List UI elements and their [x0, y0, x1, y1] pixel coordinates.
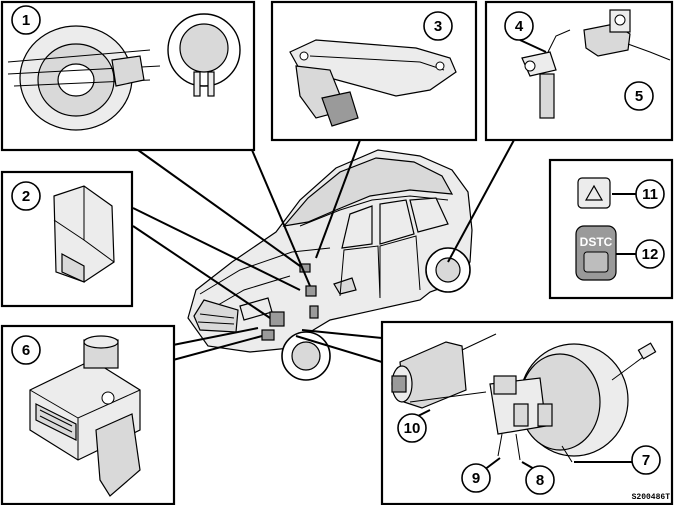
callout-5: 5: [635, 88, 643, 105]
panel-steering-sensor: 1: [0, 0, 256, 152]
callout-12: 12: [642, 246, 659, 263]
leader-lines: [132, 139, 515, 363]
figure-code: S200486T: [632, 493, 671, 502]
panel-brake-booster: 10 9 8 7: [380, 320, 674, 506]
callout-7: 7: [642, 452, 650, 469]
callout-6: 6: [22, 342, 30, 359]
panel-yaw-sensor: 3: [270, 0, 478, 142]
panel-control-module: 2: [0, 170, 134, 308]
callout-9: 9: [472, 470, 480, 487]
panel-abs-modulator: 6: [0, 324, 176, 506]
dstc-warning-lamp: [577, 177, 611, 209]
callout-11: 11: [642, 186, 658, 203]
callout-1: 1: [22, 12, 30, 29]
callout-8: 8: [536, 472, 544, 489]
callout-4: 4: [515, 18, 524, 35]
dstc-button-label: DSTC: [580, 235, 613, 249]
callout-2: 2: [22, 188, 30, 205]
panel-wheel-speed-sensors: 4 5: [484, 0, 674, 142]
panel-dstc-switches: DSTC 11 12: [548, 158, 674, 300]
car-illustration: [187, 149, 473, 381]
callout-10: 10: [404, 420, 421, 437]
callout-3: 3: [434, 18, 442, 35]
skid-warning-icon: [584, 184, 604, 201]
